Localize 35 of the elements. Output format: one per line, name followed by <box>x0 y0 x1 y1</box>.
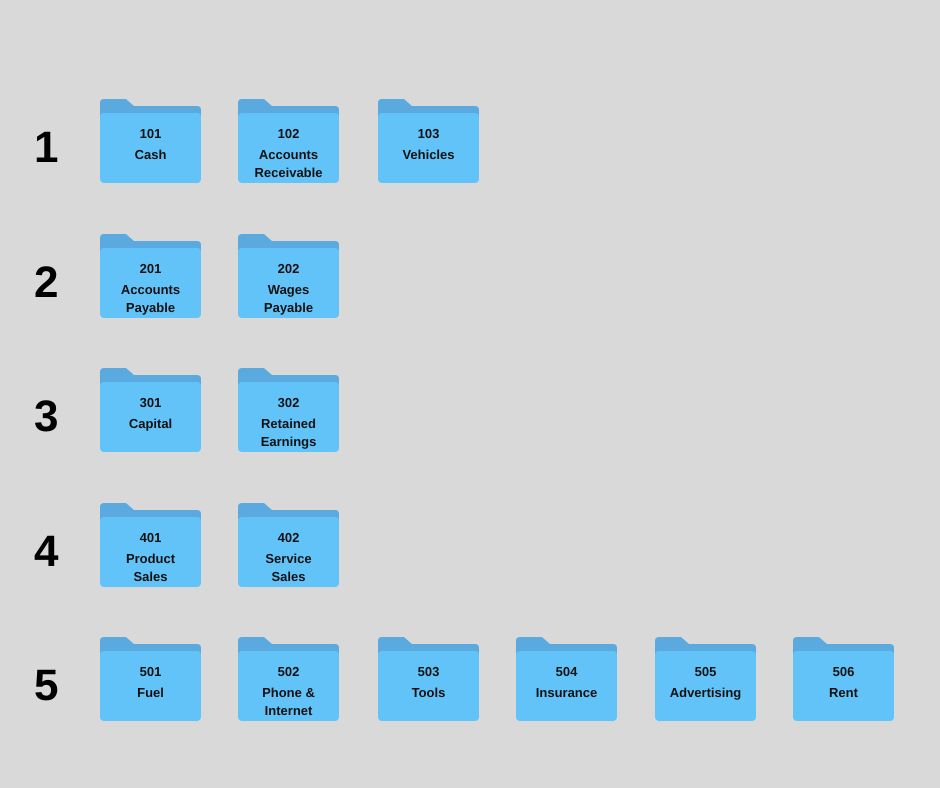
account-number: 502 <box>278 664 300 680</box>
account-number: 101 <box>140 126 162 142</box>
account-name: Insurance <box>534 684 598 702</box>
account-name: Phone & Internet <box>261 684 316 720</box>
account-name: Accounts Receivable <box>254 146 324 182</box>
account-name: Product Sales <box>124 550 176 586</box>
account-name: Tools <box>410 684 446 702</box>
account-number: 201 <box>140 261 162 277</box>
account-name: Fuel <box>136 684 165 702</box>
account-name: Cash <box>134 146 168 164</box>
account-number: 501 <box>140 664 162 680</box>
account-number: 302 <box>278 395 300 411</box>
account-number: 103 <box>418 126 440 142</box>
account-name: Accounts Payable <box>120 281 182 317</box>
account-name: Capital <box>128 415 174 433</box>
category-number: 4 <box>34 527 58 577</box>
account-number: 504 <box>556 664 578 680</box>
category-number: 3 <box>34 392 58 442</box>
account-name: Service Sales <box>264 550 313 586</box>
category-number: 2 <box>34 258 58 308</box>
account-name: Wages Payable <box>262 281 314 317</box>
account-number: 402 <box>278 530 300 546</box>
account-name: Rent <box>828 684 859 702</box>
account-name: Retained Earnings <box>260 415 318 451</box>
account-number: 505 <box>694 664 716 680</box>
account-name: Vehicles <box>401 146 456 164</box>
account-number: 202 <box>278 261 300 277</box>
account-number: 401 <box>140 530 162 546</box>
account-number: 301 <box>140 395 162 411</box>
account-number: 506 <box>832 664 854 680</box>
account-number: 102 <box>278 126 300 142</box>
account-name: Advertising <box>668 684 742 702</box>
category-number: 1 <box>34 123 58 173</box>
category-number: 5 <box>34 661 58 711</box>
account-number: 503 <box>418 664 440 680</box>
